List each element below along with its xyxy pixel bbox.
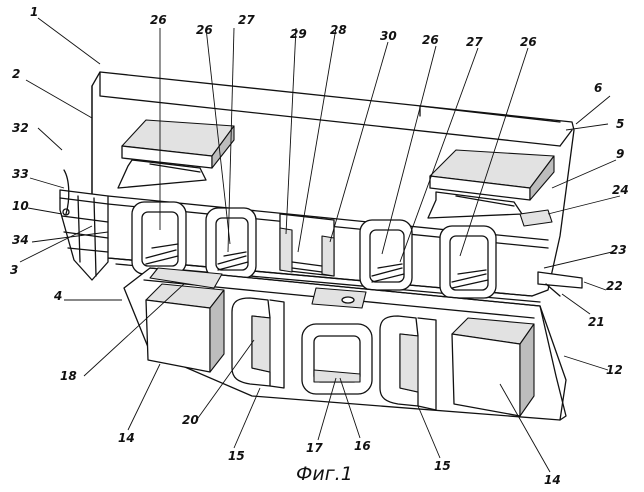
label-21: 21 — [588, 315, 605, 329]
label-10: 10 — [12, 199, 29, 213]
label-4: 4 — [53, 289, 62, 303]
right-box-14 — [452, 318, 534, 416]
label-29: 29 — [290, 27, 307, 41]
lower-opening-16 — [302, 324, 372, 394]
label-33: 33 — [12, 167, 29, 181]
label-27a: 27 — [238, 13, 255, 27]
label-15b: 15 — [434, 459, 451, 473]
opening-26-c — [440, 226, 496, 298]
opening-26-a — [132, 202, 186, 274]
right-rail — [538, 272, 582, 296]
label-24: 24 — [612, 183, 629, 197]
label-30: 30 — [380, 29, 397, 43]
label-14b: 14 — [544, 473, 561, 487]
label-23: 23 — [610, 243, 627, 257]
label-27b: 27 — [466, 35, 483, 49]
label-6: 6 — [594, 81, 602, 95]
opening-28-channel — [280, 214, 334, 276]
figure-caption: Фиг.1 — [296, 463, 353, 485]
label-20: 20 — [182, 413, 199, 427]
label-15a: 15 — [228, 449, 245, 463]
label-34: 34 — [12, 233, 29, 247]
label-2: 2 — [12, 67, 20, 81]
label-14a: 14 — [118, 431, 135, 445]
left-box-14 — [146, 284, 224, 372]
label-9: 9 — [616, 147, 624, 161]
label-1: 1 — [30, 5, 38, 19]
label-26b: 26 — [196, 23, 213, 37]
label-22: 22 — [606, 279, 623, 293]
label-12: 12 — [606, 363, 623, 377]
label-26a: 26 — [150, 13, 167, 27]
opening-27-a — [206, 208, 256, 278]
label-16: 16 — [354, 439, 371, 453]
label-17: 17 — [306, 441, 323, 455]
label-18: 18 — [60, 369, 77, 383]
label-32: 32 — [12, 121, 29, 135]
label-3: 3 — [10, 263, 18, 277]
opening-26-b — [360, 220, 412, 290]
label-5: 5 — [616, 117, 624, 131]
label-26d: 26 — [520, 35, 537, 49]
label-28: 28 — [330, 23, 347, 37]
label-26c: 26 — [422, 33, 439, 47]
